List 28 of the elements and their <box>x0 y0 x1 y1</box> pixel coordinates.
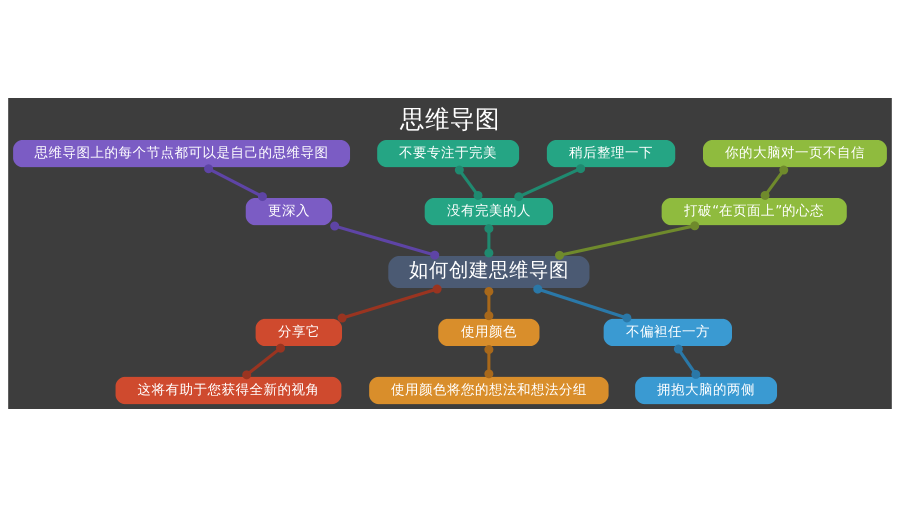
connector <box>533 284 632 322</box>
connector <box>338 284 442 322</box>
node-box: 你的大脑对一页不自信 <box>703 139 887 167</box>
connector <box>760 165 788 200</box>
connector <box>484 344 494 378</box>
node-box: 打破“在页面上”的心态 <box>662 197 847 225</box>
node-box: 拥抱大脑的两侧 <box>635 376 778 404</box>
node-box: 使用颜色将您的想法和想法分组 <box>369 376 609 404</box>
connector <box>454 165 483 200</box>
connector <box>484 286 494 320</box>
node-box: 稍后整理一下 <box>546 139 676 167</box>
node-box: 使用颜色 <box>438 318 540 346</box>
node-box: 不偏袒任一方 <box>604 318 732 346</box>
connector <box>674 344 700 378</box>
connector <box>514 164 586 201</box>
node-box: 思维导图上的每个节点都可以是自己的思维导图 <box>13 139 350 167</box>
node-box: 不要专注于完美 <box>377 139 520 167</box>
diagram-title: 思维导图 <box>400 104 500 134</box>
node-box: 更深入 <box>246 197 332 225</box>
connector <box>330 221 440 260</box>
connector <box>204 164 267 201</box>
node-box: 这将有助于您获得全新的视角 <box>116 376 342 404</box>
node-box: 如何创建思维导图 <box>388 255 590 288</box>
node-box: 分享它 <box>256 318 342 346</box>
connector <box>555 220 700 260</box>
connector <box>484 224 494 257</box>
connector <box>242 343 286 379</box>
node-box: 没有完美的人 <box>424 197 554 225</box>
